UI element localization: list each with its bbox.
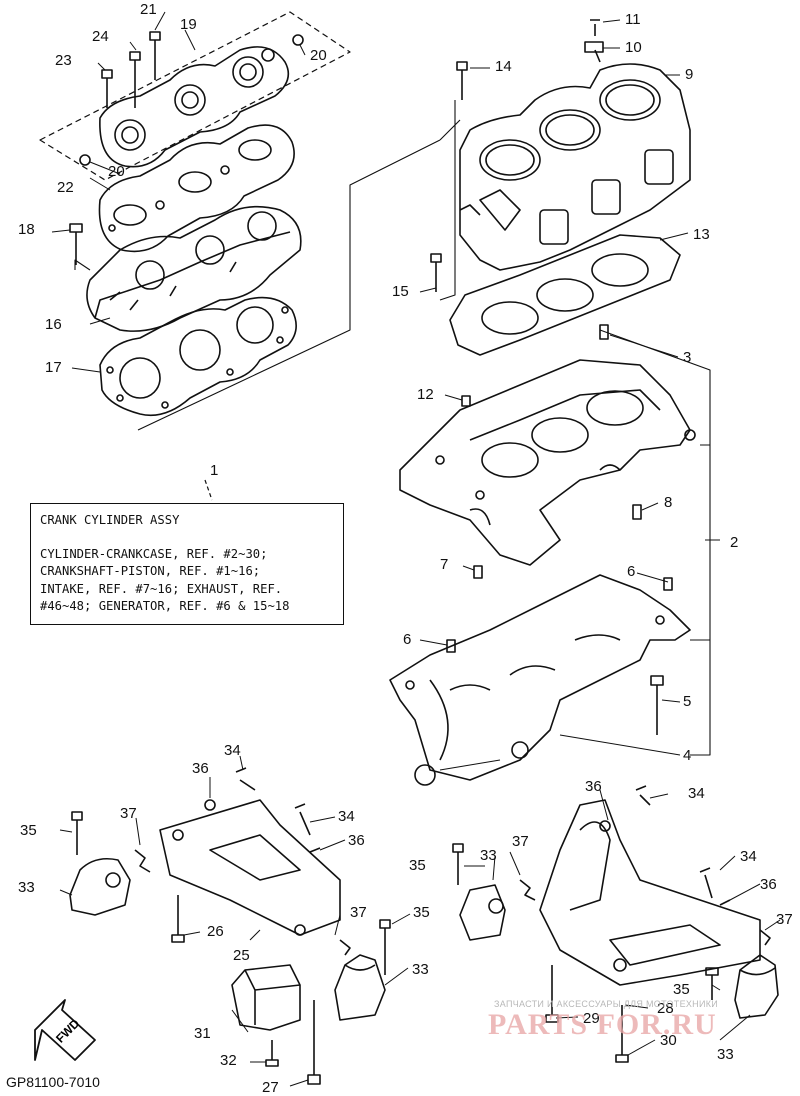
watermark-logo: PARTS FOR.RU — [488, 1008, 717, 1041]
note-pointer — [204, 479, 213, 501]
catalog-code: GP81100-7010 — [6, 1074, 100, 1090]
lower-crankcase — [389, 574, 691, 786]
callout-20a: 20 — [310, 47, 327, 64]
callout-6b: 6 — [403, 631, 412, 648]
right-mount-bracket — [539, 799, 761, 986]
callout-32: 32 — [220, 1052, 237, 1069]
manifold-gasket — [99, 296, 297, 417]
callout-37d: 37 — [776, 911, 793, 928]
callout-1: 1 — [210, 462, 219, 479]
callout-34a: 34 — [224, 742, 241, 759]
callout-14: 14 — [495, 58, 512, 75]
callout-23: 23 — [55, 52, 72, 69]
callout-35c: 35 — [409, 857, 426, 874]
rubber-mount-left — [69, 857, 131, 916]
callout-34b: 34 — [338, 808, 355, 825]
callout-21: 21 — [140, 1, 157, 18]
small-parts — [79, 34, 771, 956]
callout-33a: 33 — [18, 879, 35, 896]
callout-35b: 35 — [413, 904, 430, 921]
assembly-note-box: CRANK CYLINDER ASSY CYLINDER-CRANKCASE, … — [30, 503, 344, 625]
rubber-mount-right-b — [734, 954, 779, 1019]
exhaust-cover — [99, 46, 290, 168]
upper-crankcase — [399, 359, 696, 566]
callout-36b: 36 — [348, 832, 365, 849]
callout-37b: 37 — [350, 904, 367, 921]
exhaust-cover-assembly — [39, 11, 351, 181]
callout-17: 17 — [45, 359, 62, 376]
cylinder-block — [459, 41, 691, 271]
callout-22: 22 — [57, 179, 74, 196]
callout-33c: 33 — [480, 847, 497, 864]
callout-24: 24 — [92, 28, 109, 45]
callout-3: 3 — [683, 349, 692, 366]
note-line: CRANKSHAFT-PISTON, REF. #1~16; — [40, 564, 261, 578]
callout-33b: 33 — [412, 961, 429, 978]
cylinder-gasket — [449, 234, 681, 356]
left-mount-bracket — [159, 799, 341, 936]
callout-25: 25 — [233, 947, 250, 964]
callout-37a: 37 — [120, 805, 137, 822]
callout-30: 30 — [660, 1032, 677, 1049]
rubber-mount-right-a — [459, 884, 506, 941]
bolts — [69, 19, 719, 1085]
callout-35a: 35 — [20, 822, 37, 839]
callout-12: 12 — [417, 386, 434, 403]
callout-31: 31 — [194, 1025, 211, 1042]
callout-8: 8 — [664, 494, 673, 511]
callout-4: 4 — [683, 747, 692, 764]
exhaust-gasket — [98, 124, 295, 253]
group-leader-lines — [74, 100, 720, 756]
note-line: INTAKE, REF. #7~16; EXHAUST, REF. — [40, 581, 283, 596]
callout-29: 29 — [583, 1010, 600, 1027]
callout-6a: 6 — [627, 563, 636, 580]
forward-arrow-icon — [34, 999, 96, 1061]
watermark-caption: ЗАПЧАСТИ И АКСЕССУАРЫ ДЛЯ МОТОТЕХНИКИ — [494, 999, 719, 1009]
callout-34c: 34 — [688, 785, 705, 802]
callout-27: 27 — [262, 1079, 279, 1096]
callout-19: 19 — [180, 16, 197, 33]
callout-16: 16 — [45, 316, 62, 333]
callout-7: 7 — [440, 556, 449, 573]
callout-28: 28 — [657, 1000, 674, 1017]
callout-36a: 36 — [192, 760, 209, 777]
rubber-mount-center — [334, 954, 386, 1021]
callout-34d: 34 — [740, 848, 757, 865]
callout-11: 11 — [625, 11, 641, 28]
note-title: CRANK CYLINDER ASSY — [40, 513, 180, 527]
callout-26: 26 — [207, 923, 224, 940]
callout-2: 2 — [730, 534, 739, 551]
callout-37c: 37 — [512, 833, 529, 850]
callout-33d: 33 — [717, 1046, 734, 1063]
callout-18: 18 — [18, 221, 35, 238]
exhaust-manifold — [86, 205, 302, 332]
callout-5: 5 — [683, 693, 692, 710]
callout-36c: 36 — [585, 778, 602, 795]
note-line: CYLINDER-CRANKCASE, REF. #2~30; — [40, 546, 268, 561]
callout-20b: 20 — [108, 163, 125, 180]
callout-10: 10 — [625, 39, 642, 56]
stay-bracket — [231, 964, 301, 1031]
note-line: #46~48; GENERATOR, REF. #6 & 15~18 — [40, 599, 290, 613]
callout-13: 13 — [693, 226, 710, 243]
callout-36d: 36 — [760, 876, 777, 893]
callout-9: 9 — [685, 66, 694, 83]
callout-15: 15 — [392, 283, 409, 300]
callout-35d: 35 — [673, 981, 690, 998]
callout-leader-lines — [51, 11, 781, 1087]
